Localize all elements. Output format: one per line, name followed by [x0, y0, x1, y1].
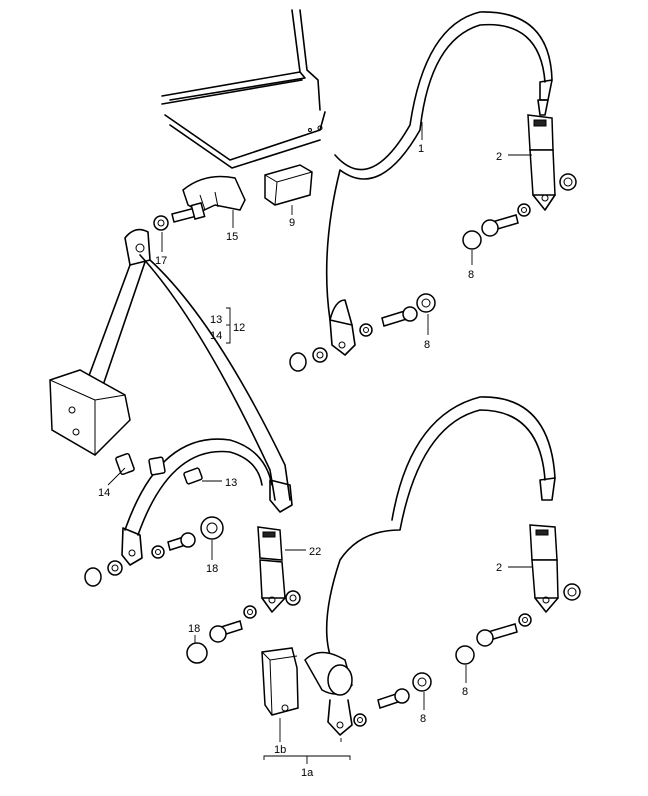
- part-1b-buckle: [261, 647, 299, 716]
- label-15: 15: [226, 231, 238, 243]
- label-8-d: 8: [420, 713, 426, 725]
- belt-1a-lower: [304, 396, 556, 736]
- label-14-lower: 14: [98, 487, 110, 499]
- part-2-buckle-upper: [527, 114, 556, 211]
- label-22: 22: [309, 546, 321, 558]
- belt-lower-left: [115, 438, 273, 566]
- label-9: 9: [289, 217, 295, 229]
- label-8-c: 8: [462, 686, 468, 698]
- label-13-upper: 13: [210, 314, 222, 326]
- label-1: 1: [418, 143, 424, 155]
- part-17-nut-bolt: [153, 202, 206, 231]
- retractor-assembly-12: [49, 228, 293, 513]
- label-12: 12: [233, 322, 245, 334]
- part-2-buckle-lower: [529, 524, 559, 613]
- hardware-upper-right: [289, 173, 577, 372]
- label-2-lower: 2: [496, 562, 502, 574]
- part-22-buckle: [186, 526, 301, 664]
- hardware-lower-left: [84, 516, 224, 587]
- label-17: 17: [155, 255, 167, 267]
- label-18-b: 18: [188, 623, 200, 635]
- label-8-a: 8: [468, 269, 474, 281]
- leader-lines: [107, 122, 533, 764]
- label-14-upper: 14: [210, 330, 222, 342]
- hardware-lower-right: [353, 583, 581, 727]
- label-18-a: 18: [206, 563, 218, 575]
- label-2-upper: 2: [496, 151, 502, 163]
- part-9-block: [264, 164, 313, 206]
- label-13-lower: 13: [225, 477, 237, 489]
- label-1a: 1a: [301, 767, 314, 779]
- door-frame: [161, 9, 326, 169]
- label-1b: 1b: [274, 744, 286, 756]
- belt-1-upper: [325, 11, 553, 356]
- part-labels: 1 2 8 8 9 15 17 13 14 12 14 13 22 18 18 …: [98, 143, 502, 779]
- label-8-b: 8: [424, 339, 430, 351]
